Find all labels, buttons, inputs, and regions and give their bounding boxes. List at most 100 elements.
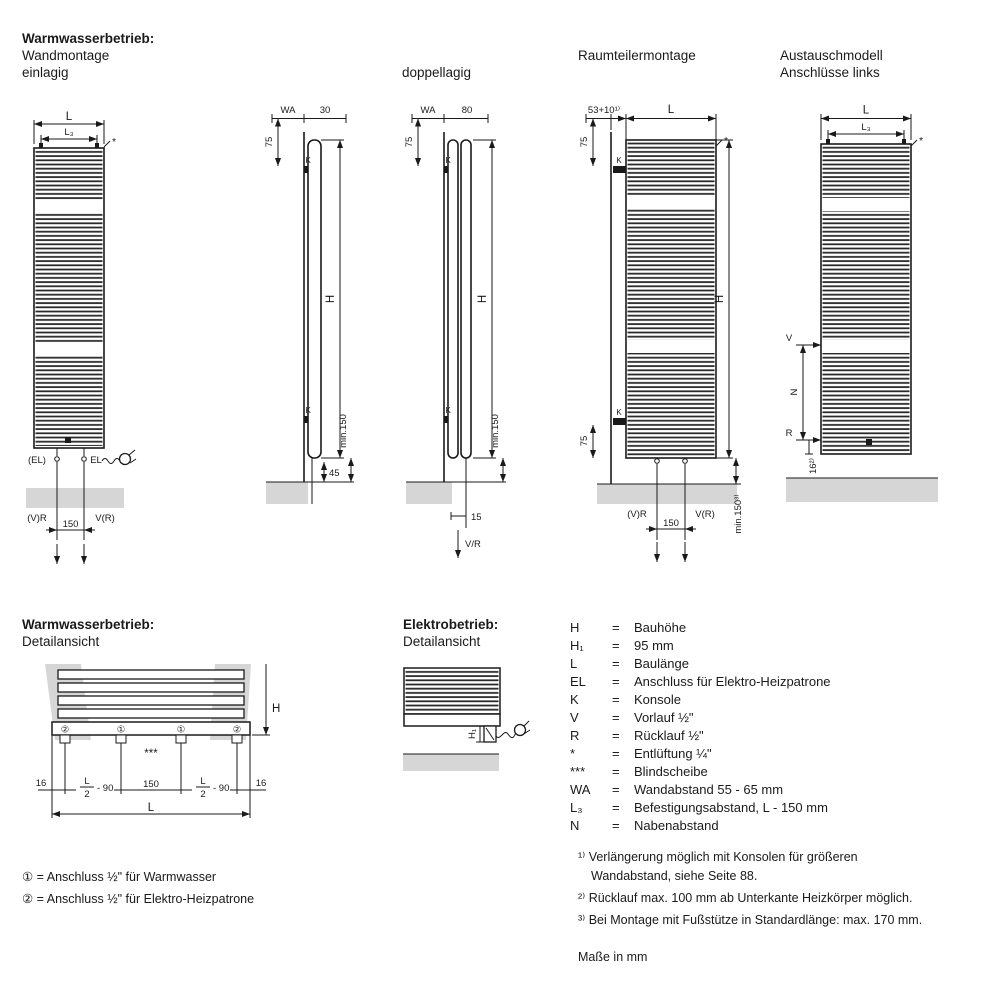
plug-icon <box>101 449 137 466</box>
legend-text: Blindscheibe <box>634 764 708 779</box>
circled-2-left: ② <box>61 725 70 736</box>
connection-stub <box>115 734 127 744</box>
dim-L-label: L <box>668 104 675 116</box>
vr-left-label: (V)R <box>627 509 647 520</box>
diagram-side-double: WA 80 75 K K H min.150 15 V/R <box>404 105 507 558</box>
legend-equals: = <box>612 818 620 833</box>
console-bracket-bottom: K <box>304 406 312 423</box>
legend-row: H₁=95 mm <box>570 637 980 655</box>
dim-80-label: 80 <box>462 105 473 116</box>
k-label: K <box>616 156 622 165</box>
h-label: H <box>325 295 337 303</box>
legend-equals: = <box>612 656 620 671</box>
flow-arrows <box>653 542 689 562</box>
dim-150: 150 <box>646 518 696 534</box>
fraction-suffix: - 90 <box>97 783 113 794</box>
bottom-collector <box>51 721 251 736</box>
legend-row: R=Rücklauf ½" <box>570 727 980 745</box>
legend-symbol: L₃ <box>570 800 583 815</box>
dim-min150: min.150 <box>490 414 507 482</box>
connection-notes: ① = Anschluss ½" für Warmwasser ② = Ansc… <box>22 866 254 910</box>
legend-symbol: WA <box>570 782 591 797</box>
section-subtitle: Wandmontage <box>22 48 110 63</box>
fraction-suffix: - 90 <box>213 783 229 794</box>
vent-label: * <box>724 135 728 147</box>
h1-label: H₁ <box>467 729 478 739</box>
dim-75-label: 75 <box>579 137 590 148</box>
console-bracket-bottom: K <box>444 406 452 423</box>
top-dimension: WA 80 <box>411 105 489 123</box>
legend-equals: = <box>612 710 620 725</box>
legend-row: L₃=Befestigungsabstand, L - 150 mm <box>570 799 980 817</box>
el-left-label: (EL) <box>28 455 46 466</box>
tube-section <box>627 142 715 195</box>
dim-L3-label: L₃ <box>861 122 870 133</box>
connection-stub <box>59 734 71 744</box>
dim-L: L <box>625 104 717 140</box>
legend-row: K=Konsole <box>570 691 980 709</box>
legend-row: H=Bauhöhe <box>570 619 980 637</box>
legend-equals: = <box>612 782 620 797</box>
tube-rows <box>57 669 245 719</box>
tube-section <box>822 353 910 452</box>
bottom-connections: (EL) EL <box>28 448 102 466</box>
console-bracket-top: K <box>304 156 312 173</box>
vent-label: * <box>919 135 923 147</box>
dim-L-label: L <box>148 802 155 814</box>
section-title: Warmwasserbetrieb: <box>22 617 155 632</box>
dim-L3-label: L₃ <box>64 127 73 138</box>
connection-point <box>54 456 60 462</box>
fraction-numerator: L <box>200 776 205 787</box>
r-label: R <box>786 428 793 439</box>
legend-row: *=Entlüftung ¼" <box>570 745 980 763</box>
section-subtitle: einlagig <box>22 65 69 80</box>
min150-label: min.150 <box>490 414 501 448</box>
legend-equals: = <box>612 728 620 743</box>
bottom-collector <box>403 713 501 727</box>
console-bracket-bottom: K <box>613 408 626 425</box>
fraction-left: L 2 - 90 <box>80 776 113 800</box>
section-header-electric: Elektrobetrieb: Detailansicht <box>403 616 498 650</box>
vr-flow: V/R <box>454 530 481 558</box>
dim-15: 15 <box>450 512 482 523</box>
dim-H: H <box>252 664 280 736</box>
section-subtitle: Anschlüsse links <box>780 65 880 80</box>
bracket-tab <box>826 139 830 144</box>
wa-label: WA <box>421 105 437 116</box>
bracket-tab <box>95 143 99 148</box>
legend-symbol: H₁ <box>570 638 584 653</box>
legend-text: Entlüftung ¼" <box>634 746 712 761</box>
legend-symbol: N <box>570 818 580 833</box>
dim-15-label: 15 <box>471 512 482 523</box>
dim-16-left-label: 16 <box>36 778 47 789</box>
radiator-profile-inner <box>447 139 459 459</box>
section-header-austauschmodell: Austauschmodell Anschlüsse links <box>780 47 883 81</box>
dim-75-top: 75 <box>579 118 597 166</box>
floor-section <box>786 478 938 502</box>
radiator-body <box>625 139 717 459</box>
legend-row: WA=Wandabstand 55 - 65 mm <box>570 781 980 799</box>
radiator-profile-outer <box>460 139 472 459</box>
tube-row <box>57 669 245 680</box>
h-label: H <box>272 703 280 715</box>
legend-equals: = <box>612 638 620 653</box>
diagram-detail-warmwater: ② ① ① ② *** H 16 L 2 - 90 150 L 2 - 90 1… <box>36 664 280 818</box>
footnote-1-line-1: ¹⁾ Verlängerung möglich mit Konsolen für… <box>578 850 858 864</box>
note-electric: ② = Anschluss ½" für Elektro-Heizpatrone <box>22 892 255 906</box>
legend-symbol: K <box>570 692 579 707</box>
bottom-connections <box>654 458 688 540</box>
bracket-tab <box>39 143 43 148</box>
k-label: K <box>306 156 312 165</box>
circled-1-left: ① <box>117 725 126 736</box>
vent-mark: * <box>715 135 728 147</box>
legend-row: L=Baulänge <box>570 655 980 673</box>
footnotes: ¹⁾ Verlängerung möglich mit Konsolen für… <box>578 848 980 930</box>
blind-disc-label: *** <box>144 748 158 760</box>
connection-point <box>682 458 688 464</box>
tube-section <box>35 356 103 446</box>
section-subtitle: Detailansicht <box>403 634 481 649</box>
tube-row <box>57 708 245 719</box>
diagram-exchange-model-front: L L₃ * V N R 16²⁾ <box>786 105 938 502</box>
v-label: V <box>786 333 793 344</box>
dim-75: 75 <box>404 118 422 166</box>
